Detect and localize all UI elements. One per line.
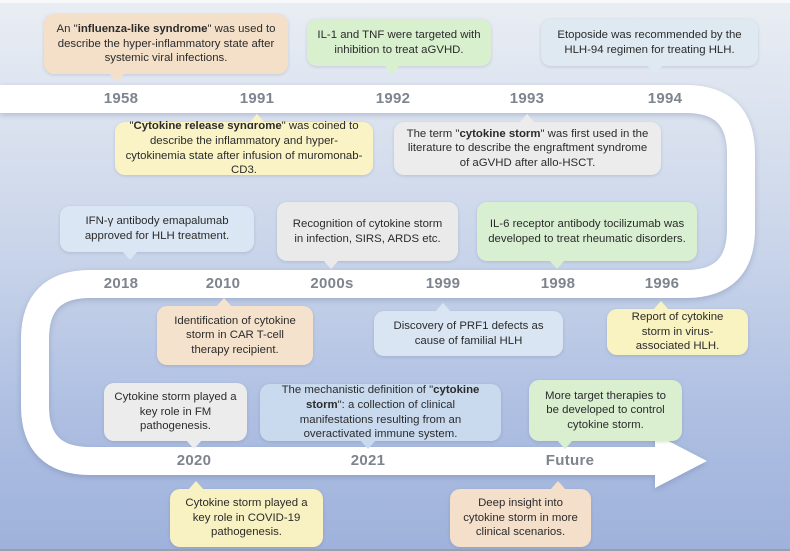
callout-text: Report of cytokine storm in virus-associ…: [631, 311, 724, 353]
callout-ifn-gamma-emapalumab: IFN-γ antibody emapalumab approved for H…: [60, 206, 254, 260]
pointer-down-icon: [384, 65, 400, 74]
callout-cytokine-release-syndrome: "Cytokine release syndrome" was coined t…: [115, 114, 373, 177]
callout-term-cytokine-storm: The term "cytokine storm" was first used…: [394, 114, 661, 175]
callout-fm-pathogenesis: Cytokine storm played a key role in FM p…: [104, 383, 247, 449]
year-future: Future: [545, 452, 595, 469]
callout-text: IL-6 receptor antibody tocilizumab was d…: [488, 217, 686, 245]
year-1992: 1992: [375, 90, 411, 107]
year-2020: 2020: [176, 452, 212, 469]
year-1994: 1994: [647, 90, 683, 107]
callout-text: Etoposide was recommended by the HLH-94 …: [557, 28, 742, 56]
year-2000s: 2000s: [310, 275, 354, 292]
callout-etoposide: Etoposide was recommended by the HLH-94 …: [541, 19, 758, 74]
callout-text: Cytokine storm played a key role in COVI…: [185, 497, 308, 539]
pointer-down-icon: [360, 440, 376, 449]
callout-covid19-pathogenesis: Cytokine storm played a key role in COVI…: [170, 481, 323, 547]
callout-recognition-cytokine-storm: Recognition of cytokine storm in infecti…: [277, 202, 458, 269]
callout-text: IFN-γ antibody emapalumab approved for H…: [84, 215, 230, 242]
year-1991: 1991: [239, 90, 275, 107]
pointer-down-icon: [647, 65, 663, 74]
pointer-down-icon: [557, 440, 573, 449]
callout-text: Discovery of PRF1 defects as cause of fa…: [393, 319, 544, 347]
callout-text: The term "cytokine storm" was first used…: [406, 127, 649, 169]
callout-deep-insight: Deep insight into cytokine storm in more…: [450, 481, 591, 547]
callout-il1-tnf: IL-1 and TNF were targeted with inhibiti…: [307, 19, 491, 74]
callout-virus-associated-hlh: Report of cytokine storm in virus-associ…: [607, 301, 748, 355]
year-1999: 1999: [425, 275, 461, 292]
pointer-up-icon: [249, 114, 265, 123]
callout-text: Cytokine storm played a key role in FM p…: [114, 391, 237, 433]
pointer-up-icon: [519, 114, 535, 123]
year-1993: 1993: [509, 90, 545, 107]
callout-more-target-therapies: More target therapies to be developed to…: [529, 380, 682, 449]
pointer-up-icon: [188, 481, 204, 490]
pointer-up-icon: [216, 298, 232, 307]
callout-text: More target therapies to be developed to…: [545, 389, 666, 431]
pointer-down-icon: [122, 251, 138, 260]
pointer-down-icon: [549, 260, 565, 269]
timeline-band: [0, 85, 755, 488]
callout-text: Identification of cytokine storm in CAR …: [174, 314, 296, 356]
callout-text: The mechanistic definition of "cytokine …: [281, 384, 480, 441]
year-1996: 1996: [644, 275, 680, 292]
year-1998: 1998: [540, 275, 576, 292]
year-2021: 2021: [350, 452, 386, 469]
callout-car-t-cell: Identification of cytokine storm in CAR …: [157, 298, 313, 365]
timeline-band-path: [0, 85, 755, 475]
year-1958: 1958: [103, 90, 139, 107]
callout-text: An "influenza-like syndrome" was used to…: [56, 23, 276, 65]
callout-influenza-like-syndrome: An "influenza-like syndrome" was used to…: [44, 14, 288, 82]
pointer-up-icon: [435, 303, 451, 312]
callout-text: Recognition of cytokine storm in infecti…: [292, 217, 443, 245]
year-2018: 2018: [103, 275, 139, 292]
callout-text: IL-1 and TNF were targeted with inhibiti…: [317, 28, 481, 56]
year-2010: 2010: [205, 275, 241, 292]
pointer-down-icon: [323, 260, 339, 269]
callout-il6-tocilizumab: IL-6 receptor antibody tocilizumab was d…: [477, 202, 697, 269]
callout-mechanistic-definition: The mechanistic definition of "cytokine …: [260, 384, 501, 449]
arrow-head-icon: [655, 434, 707, 488]
callout-text: "Cytokine release syndrome" was coined t…: [125, 120, 363, 177]
pointer-up-icon: [653, 301, 669, 310]
callout-prf1-defects: Discovery of PRF1 defects as cause of fa…: [374, 303, 563, 356]
pointer-up-icon: [550, 481, 566, 490]
pointer-down-icon: [109, 73, 125, 82]
callout-text: Deep insight into cytokine storm in more…: [463, 497, 578, 539]
pointer-down-icon: [186, 440, 202, 449]
